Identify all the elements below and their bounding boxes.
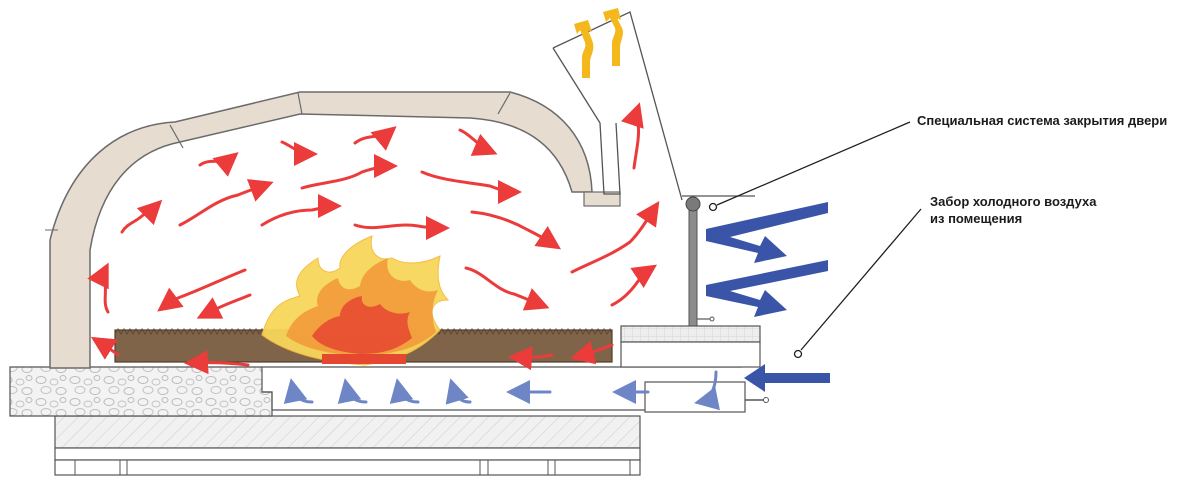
chimney [552, 11, 755, 201]
foundation [54, 415, 641, 476]
hot-air-arrow-icon [300, 154, 398, 190]
cold-air-arrow-icon [283, 378, 314, 405]
hot-air-arrow-icon [87, 262, 110, 314]
hot-air-arrow-icon [458, 128, 498, 156]
hot-air-arrow-icon [90, 336, 120, 360]
air-channel [262, 366, 769, 413]
door-system-label: Специальная система закрытия двери [917, 113, 1168, 128]
hot-air-flow [87, 102, 660, 375]
hot-air-arrow-icon [620, 102, 644, 170]
hot-air-arrow-icon [196, 293, 252, 319]
hot-air-arrow-icon [198, 152, 239, 177]
door-shelf [620, 325, 761, 368]
cold-air-arrow-icon [706, 202, 828, 263]
hot-air-arrow-icon [184, 350, 250, 375]
hot-air-arrow-icon [508, 346, 554, 371]
cold-air-arrow-icon [694, 370, 721, 411]
hot-air-arrow-icon [280, 140, 318, 166]
fire [261, 235, 450, 366]
hot-air-arrow-icon [610, 264, 657, 307]
hot-air-arrow-icon [570, 340, 614, 365]
exhaust-arrow-icon [603, 8, 623, 66]
hot-air-arrow-icon [353, 215, 450, 240]
cold-air-arrow-icon [445, 378, 472, 405]
cold-air-arrow-icon [744, 364, 830, 392]
hot-air-arrow-icon [178, 179, 274, 227]
oven-dome [45, 91, 621, 369]
cold-air-arrow-icon [337, 378, 368, 405]
hot-air-arrow-icon [570, 201, 660, 274]
hot-air-arrow-icon [464, 266, 550, 311]
hot-air-arrow-icon [157, 268, 247, 312]
oven-door [685, 196, 715, 327]
cold-air-intake [706, 202, 830, 392]
hot-air-arrow-icon [470, 210, 561, 250]
stone-base [9, 366, 273, 417]
hot-air-arrow-icon [353, 126, 397, 151]
exhaust-arrow-icon [574, 20, 594, 78]
air-intake-label-line1: Забор холодного воздуха [930, 194, 1097, 209]
exhaust-flow [574, 8, 623, 78]
cold-air-arrow-icon [706, 260, 828, 317]
hot-air-arrow-icon [120, 199, 163, 234]
air-intake-label: Забор холодного воздуха из помещения [930, 193, 1096, 227]
hot-air-arrow-icon [260, 194, 342, 227]
cold-air-arrow-icon [389, 378, 420, 405]
air-intake-label-line2: из помещения [930, 211, 1023, 226]
callouts [708, 121, 922, 359]
hot-air-arrow-icon [420, 170, 522, 204]
channel-air-flow [283, 370, 721, 411]
